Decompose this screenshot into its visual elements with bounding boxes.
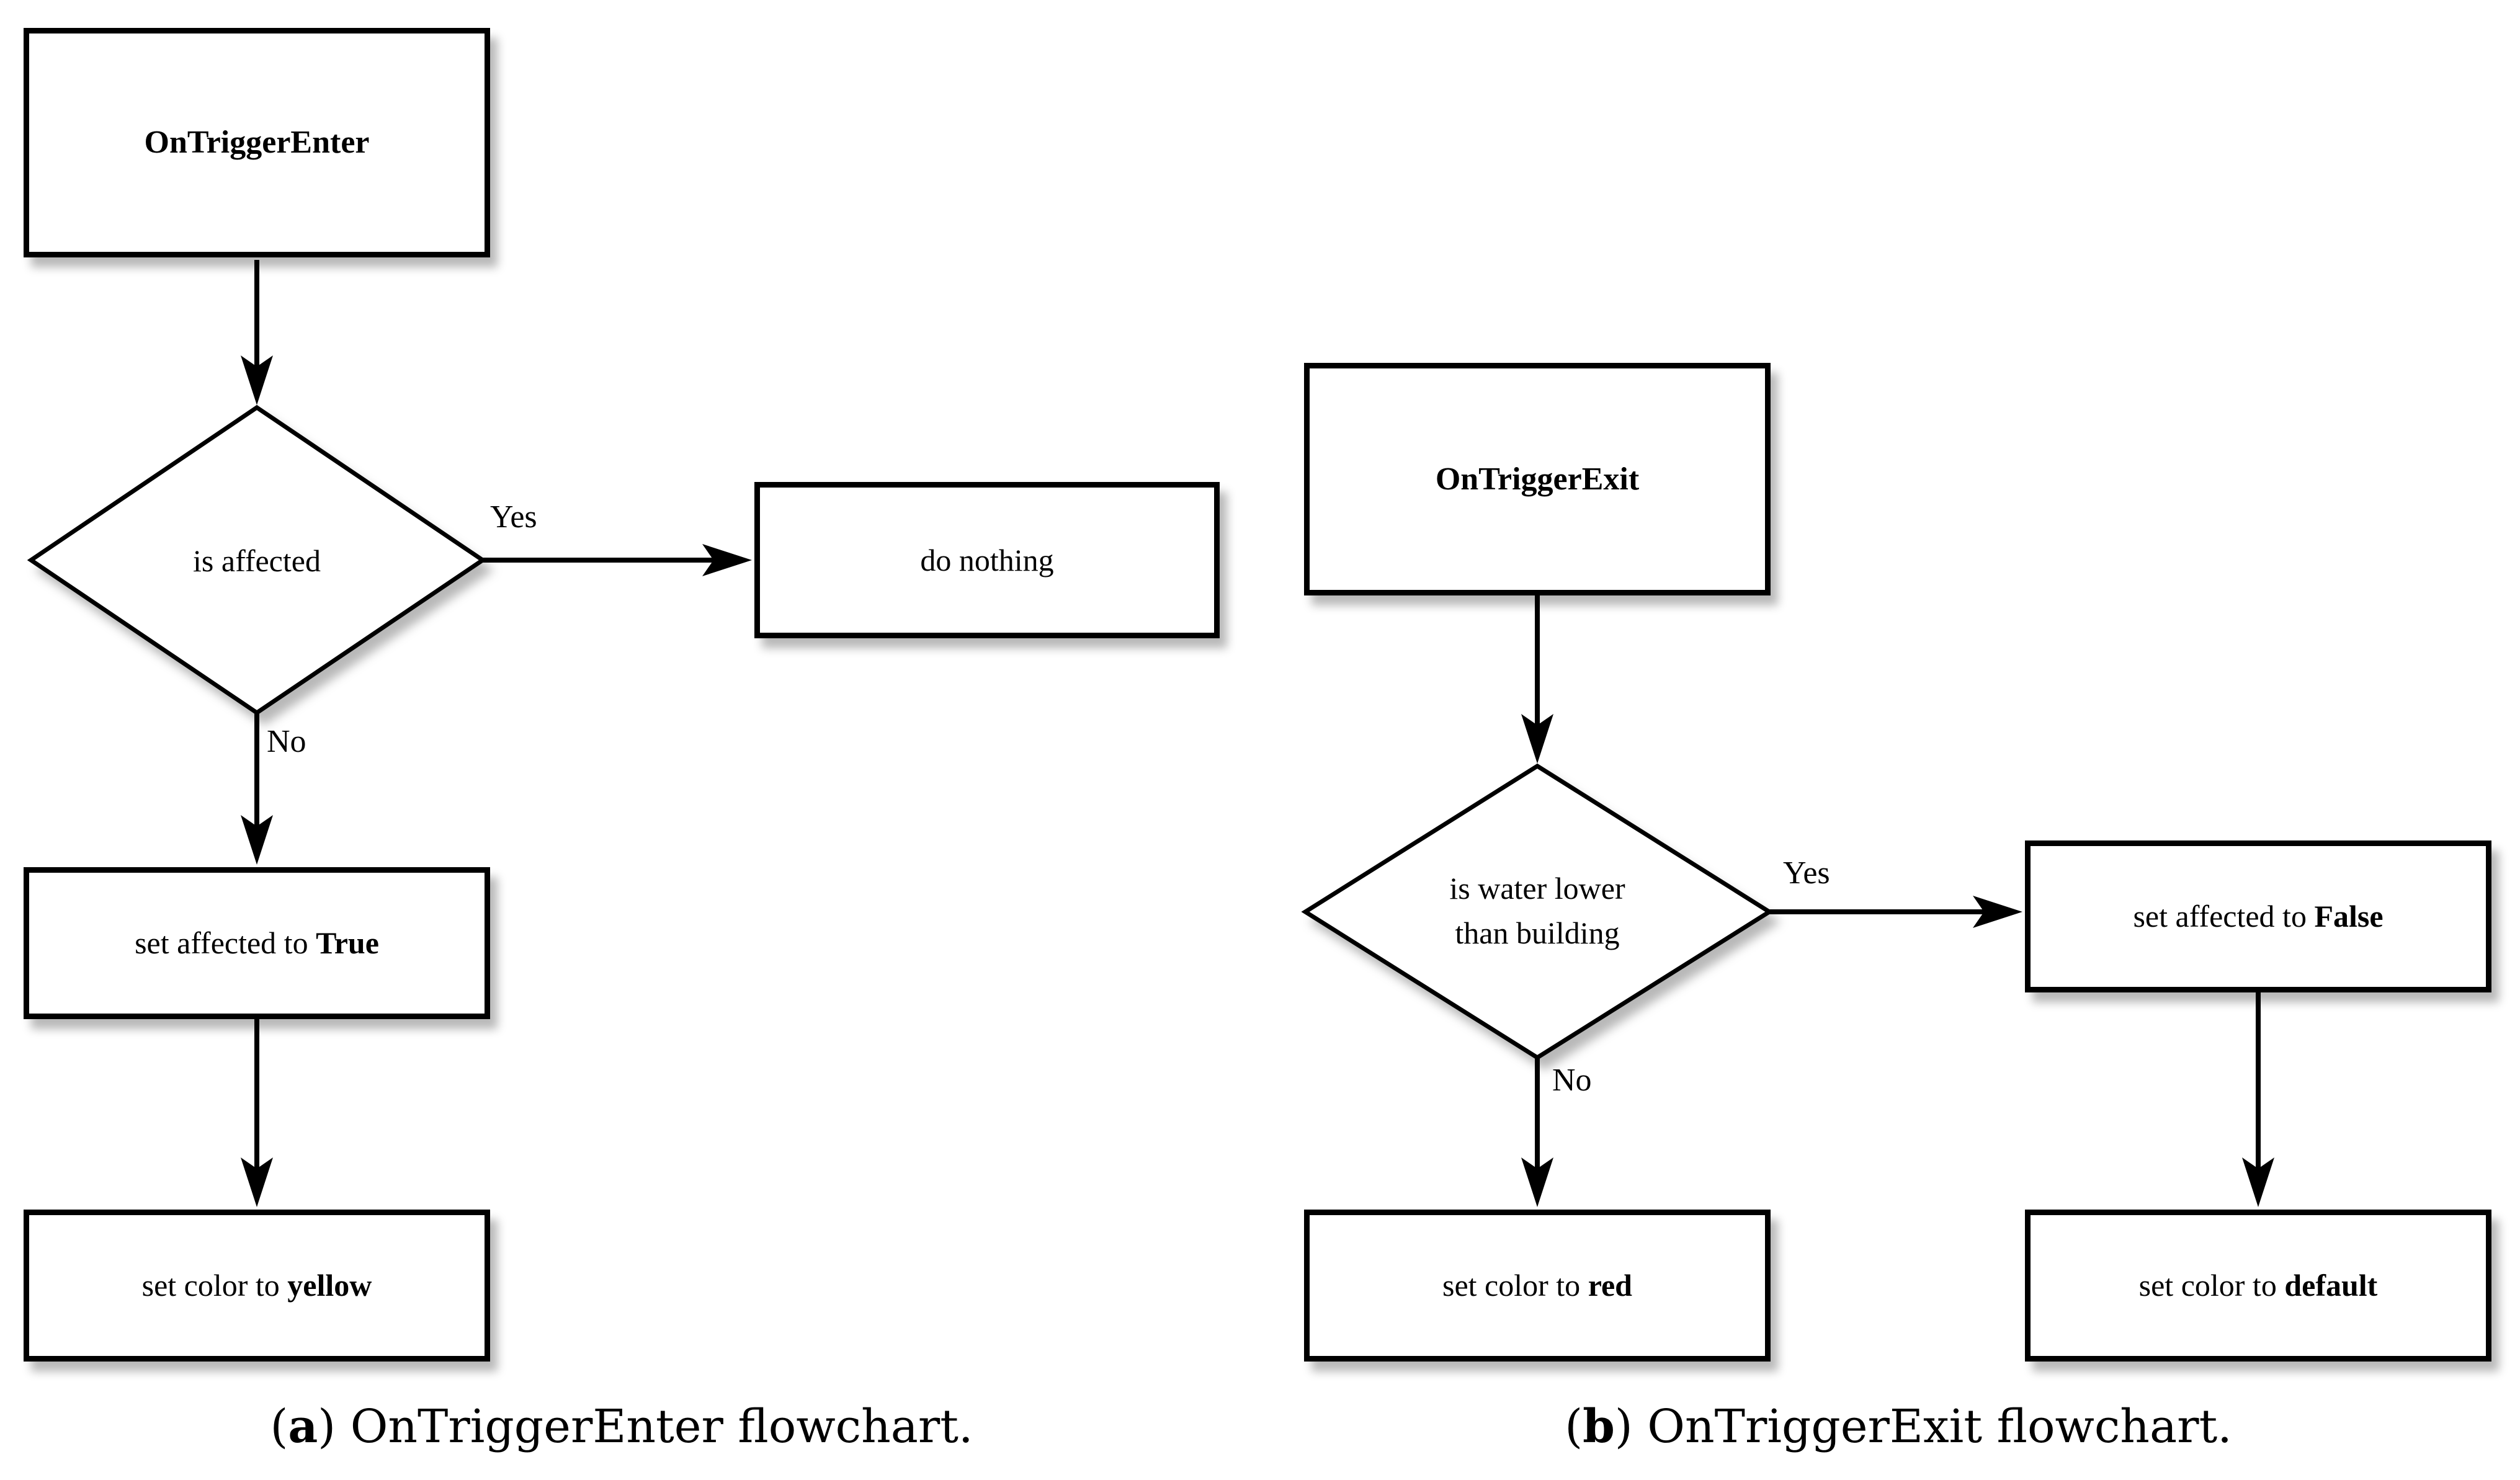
node-b-set-color-red: set color to red: [1304, 1210, 1771, 1362]
arrowhead-b-false-to-default: [2242, 1157, 2274, 1207]
node-a-start-label: OnTriggerEnter: [144, 125, 370, 161]
node-a-set-color-prefix: set color to: [141, 1268, 288, 1303]
edge-label-a-no: No: [267, 724, 306, 759]
caption-a-letter: a: [288, 1400, 318, 1453]
arrowhead-b-no: [1521, 1157, 1553, 1207]
node-a-do-nothing-label: do nothing: [920, 542, 1054, 577]
node-a-set-affected-prefix: set affected to: [135, 925, 316, 960]
caption-b: (b) OnTriggerExit flowchart.: [1565, 1400, 2232, 1453]
node-a-set-color-value: yellow: [287, 1268, 372, 1303]
node-b-set-affected-false: set affected to False: [2025, 840, 2491, 992]
caption-a: (a) OnTriggerEnter flowchart.: [270, 1400, 973, 1453]
arrowhead-a-true-to-yellow: [241, 1157, 273, 1207]
arrowhead-a-start-to-decision: [241, 355, 273, 405]
arrowhead-a-yes: [702, 544, 752, 576]
node-b-decision-label: is water lower than building: [1351, 866, 1723, 955]
arrowhead-a-no: [241, 815, 273, 865]
node-a-set-color-yellow: set color to yellow: [24, 1210, 490, 1362]
arrowhead-b-yes: [1973, 896, 2022, 928]
node-a-decision-label: is affected: [193, 543, 321, 578]
edge-label-b-no: No: [1552, 1063, 1592, 1098]
node-b-set-affected-value: False: [2314, 899, 2384, 934]
node-b-set-color-default-prefix: set color to: [2138, 1268, 2285, 1303]
edge-label-a-yes: Yes: [490, 499, 537, 535]
edge-label-b-yes: Yes: [1783, 855, 1830, 891]
node-b-decision-line1: is water lower: [1449, 871, 1625, 906]
node-a-set-affected-true: set affected to True: [24, 867, 490, 1019]
node-b-set-color-red-value: red: [1588, 1268, 1632, 1303]
node-a-set-affected-value: True: [316, 925, 379, 960]
node-b-start: OnTriggerExit: [1304, 363, 1771, 595]
node-b-set-color-default-value: default: [2284, 1268, 2378, 1303]
caption-b-letter: b: [1583, 1400, 1615, 1453]
node-b-set-color-red-prefix: set color to: [1442, 1268, 1588, 1303]
node-b-set-color-default: set color to default: [2025, 1210, 2491, 1362]
node-b-set-affected-prefix: set affected to: [2133, 899, 2315, 934]
node-b-start-label: OnTriggerExit: [1435, 461, 1640, 497]
node-a-start: OnTriggerEnter: [24, 28, 490, 257]
arrowhead-b-start-to-decision: [1521, 714, 1553, 764]
node-a-do-nothing: do nothing: [754, 482, 1220, 638]
node-b-decision-line2: than building: [1455, 916, 1620, 950]
